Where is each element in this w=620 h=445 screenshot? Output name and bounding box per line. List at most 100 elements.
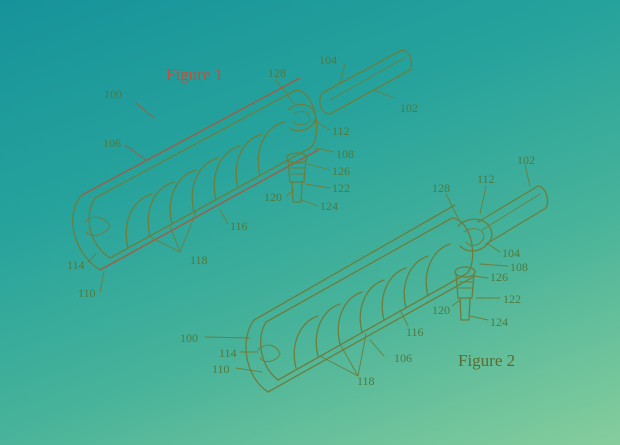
fig2-port-tube-top <box>477 185 539 223</box>
fig2-baffle <box>359 279 385 333</box>
fig2-leader-100 <box>204 336 251 339</box>
fig2-baffle <box>425 243 451 297</box>
fig2-bore-inner <box>463 228 485 246</box>
fig2-leader-102 <box>524 164 531 187</box>
fig2-label-118: 118 <box>357 374 375 388</box>
fig1-label-126: 126 <box>332 164 350 178</box>
fig1-leader-114 <box>87 253 97 263</box>
fig1-label-102: 102 <box>400 101 418 115</box>
fig1-right-flange <box>295 89 318 149</box>
fig1-label-128: 128 <box>268 66 286 80</box>
fig2-label-110: 110 <box>212 362 230 376</box>
fig2-fitting-body <box>455 273 475 299</box>
figure-1-device <box>72 49 413 293</box>
fig2-label-124: 124 <box>490 315 508 329</box>
fig1-baffle <box>125 193 153 249</box>
fig2-label-116: 116 <box>406 325 424 339</box>
fig1-leader-100 <box>135 102 155 119</box>
fig1-leader-124 <box>301 199 319 207</box>
fig2-fitting-stem <box>459 297 471 321</box>
fig2-right-flange <box>451 217 474 275</box>
fig1-baffle <box>191 157 219 213</box>
fig2-leader-106 <box>369 339 385 357</box>
fig2-bottom-inner-edge <box>277 273 467 381</box>
fig1-label-110: 110 <box>78 286 96 300</box>
fig1-label-108: 108 <box>336 147 354 161</box>
fig1-leader-126 <box>307 163 331 171</box>
fig1-port-tube-bottom <box>329 69 411 115</box>
fig1-leader-120 <box>285 189 295 197</box>
fig1-port-tube-far-end <box>401 49 413 71</box>
fig1-port-tube-inner <box>329 57 405 101</box>
fig2-label-120: 120 <box>432 303 450 317</box>
fig2-port-tube-far-end <box>537 185 549 209</box>
fig1-baffle <box>213 145 241 201</box>
fig1-fitting-body <box>287 159 307 183</box>
fig1-bottom-inner-edge <box>109 147 311 259</box>
fig2-leader-124 <box>469 315 489 321</box>
fig2-end-cap-outer <box>245 319 269 393</box>
fig1-leader-102 <box>373 89 395 99</box>
fig1-leader-116 <box>219 209 229 225</box>
fig1-label-112: 112 <box>332 124 350 138</box>
fig2-label-114: 114 <box>219 346 237 360</box>
fig2-port-tube-inner <box>481 193 541 231</box>
fig2-leader-126 <box>473 275 489 279</box>
fig1-leader-106 <box>124 144 147 161</box>
fig2-label-102: 102 <box>517 153 535 167</box>
fig1-end-cap-inner <box>88 197 111 259</box>
fig1-fitting-cap <box>286 152 308 164</box>
fig1-end-cap-outer <box>72 194 101 271</box>
fig1-fitting-stem <box>291 181 303 203</box>
figure-2-title: Figure 2 <box>458 351 516 370</box>
fig2-leader-110 <box>235 367 263 373</box>
fig2-label-126: 126 <box>490 270 508 284</box>
fig2-top-outer-edge <box>253 204 456 321</box>
fig1-leader-128 <box>275 79 295 105</box>
fig1-leader-122 <box>305 183 331 189</box>
fig1-top-outer-edge <box>81 77 301 196</box>
fig1-baffle <box>235 133 263 189</box>
fig2-label-108: 108 <box>510 260 528 274</box>
fig1-bore-inner <box>293 110 311 126</box>
fig2-leader-128 <box>445 193 461 223</box>
fig1-baffle <box>169 169 197 225</box>
fig2-label-100: 100 <box>180 331 198 345</box>
fig2-end-cap-bore <box>257 344 281 362</box>
fig2-leader-120 <box>451 299 461 307</box>
fig1-port-tube-top <box>323 49 403 93</box>
fig1-baffle <box>147 181 175 237</box>
fig2-port-tube-bottom <box>485 207 547 245</box>
fig1-leader-104 <box>339 63 346 85</box>
fig2-baffle <box>403 255 429 309</box>
fig1-label-104: 104 <box>319 53 337 67</box>
fig2-fitting-cap <box>454 266 476 278</box>
fig2-leader-112 <box>479 185 487 215</box>
fig2-label-112: 112 <box>477 172 495 186</box>
figure-1-title: Figure 1 <box>166 65 224 84</box>
fig2-bore-ring-112 <box>457 218 493 252</box>
fig2-baffle <box>381 267 407 321</box>
fig1-leader-108 <box>315 147 335 153</box>
fig1-leader-110 <box>99 271 105 293</box>
figure-2-device <box>204 164 549 393</box>
fig1-leader-118 <box>147 211 197 253</box>
fig2-baffle <box>315 303 341 357</box>
fig1-leader-112 <box>313 119 331 131</box>
fig1-label-118: 118 <box>190 253 208 267</box>
fig2-leader-104 <box>487 243 501 253</box>
fig2-bottom-outer-edge <box>267 275 476 393</box>
fig1-top-inner-edge <box>94 89 297 199</box>
fig1-fitting-threads <box>290 167 306 175</box>
fig1-bore-ring-128 <box>287 103 317 132</box>
fig2-top-inner-edge <box>265 217 453 323</box>
fig2-fitting-threads <box>458 281 474 289</box>
fig1-port-tube-end <box>319 91 331 115</box>
fig1-end-cap-bore <box>84 216 111 236</box>
fig2-leader-116 <box>399 309 409 327</box>
fig2-label-122: 122 <box>503 292 521 306</box>
fig2-baffle <box>337 291 363 345</box>
fig1-label-116: 116 <box>230 219 248 233</box>
